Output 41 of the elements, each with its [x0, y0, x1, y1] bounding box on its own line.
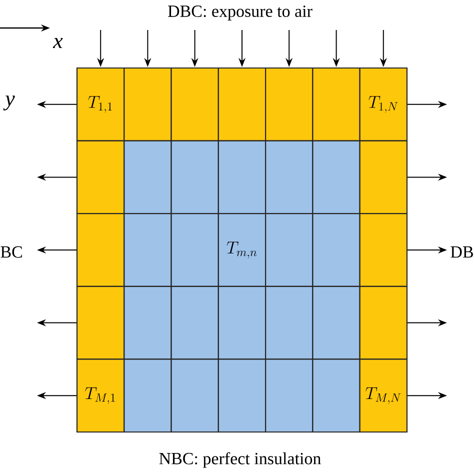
grid-cell: [76, 286, 125, 360]
grid-cell: [124, 140, 172, 214]
grid-cell: [76, 140, 125, 214]
grid-cell: [265, 358, 314, 433]
grid-cell: [359, 286, 408, 360]
grid-cell: $T_{M,1}$: [76, 358, 125, 433]
grid-cell: [124, 67, 172, 142]
boundary-label: NBC: perfect insulation: [159, 452, 321, 468]
grid-cell: [76, 213, 125, 287]
grid-cell: [218, 286, 266, 360]
axis-label: x: [52, 38, 63, 48]
grid-cell: $T_{1,N}$: [359, 67, 408, 142]
grid-cell: [124, 286, 172, 360]
boundary-label: DBC: exposure to air: [168, 6, 312, 20]
grid-cell: $T_{M,N}$: [359, 358, 408, 433]
grid-cell: [312, 286, 360, 360]
grid-cell: [124, 358, 172, 433]
grid-cell: [218, 358, 266, 433]
grid-cell: [170, 67, 219, 142]
grid-cell: [265, 140, 314, 214]
grid-cell: [265, 67, 314, 142]
grid-cell: $T_{m,n}$: [218, 213, 266, 287]
grid-cell: [124, 213, 172, 287]
grid-cell: [170, 286, 219, 360]
axis-label: y: [3, 96, 15, 110]
grid-cell: [265, 286, 314, 360]
grid-cell: [170, 358, 219, 433]
grid-cell: [312, 140, 360, 214]
grid-cell: [265, 213, 314, 287]
boundary-label: BC: [0, 246, 22, 258]
grid-cell: [312, 67, 360, 142]
boundary-label: DB: [450, 246, 473, 258]
grid-cell: [312, 358, 360, 433]
grid-cell: [170, 140, 219, 214]
grid-cell: $T_{1,1}$: [76, 67, 125, 142]
grid-cell: [312, 213, 360, 287]
grid-cell: [170, 213, 219, 287]
grid-cell: [218, 67, 266, 142]
grid-cell: [359, 213, 408, 287]
grid-cell: [359, 140, 408, 214]
grid-cell: [218, 140, 266, 214]
